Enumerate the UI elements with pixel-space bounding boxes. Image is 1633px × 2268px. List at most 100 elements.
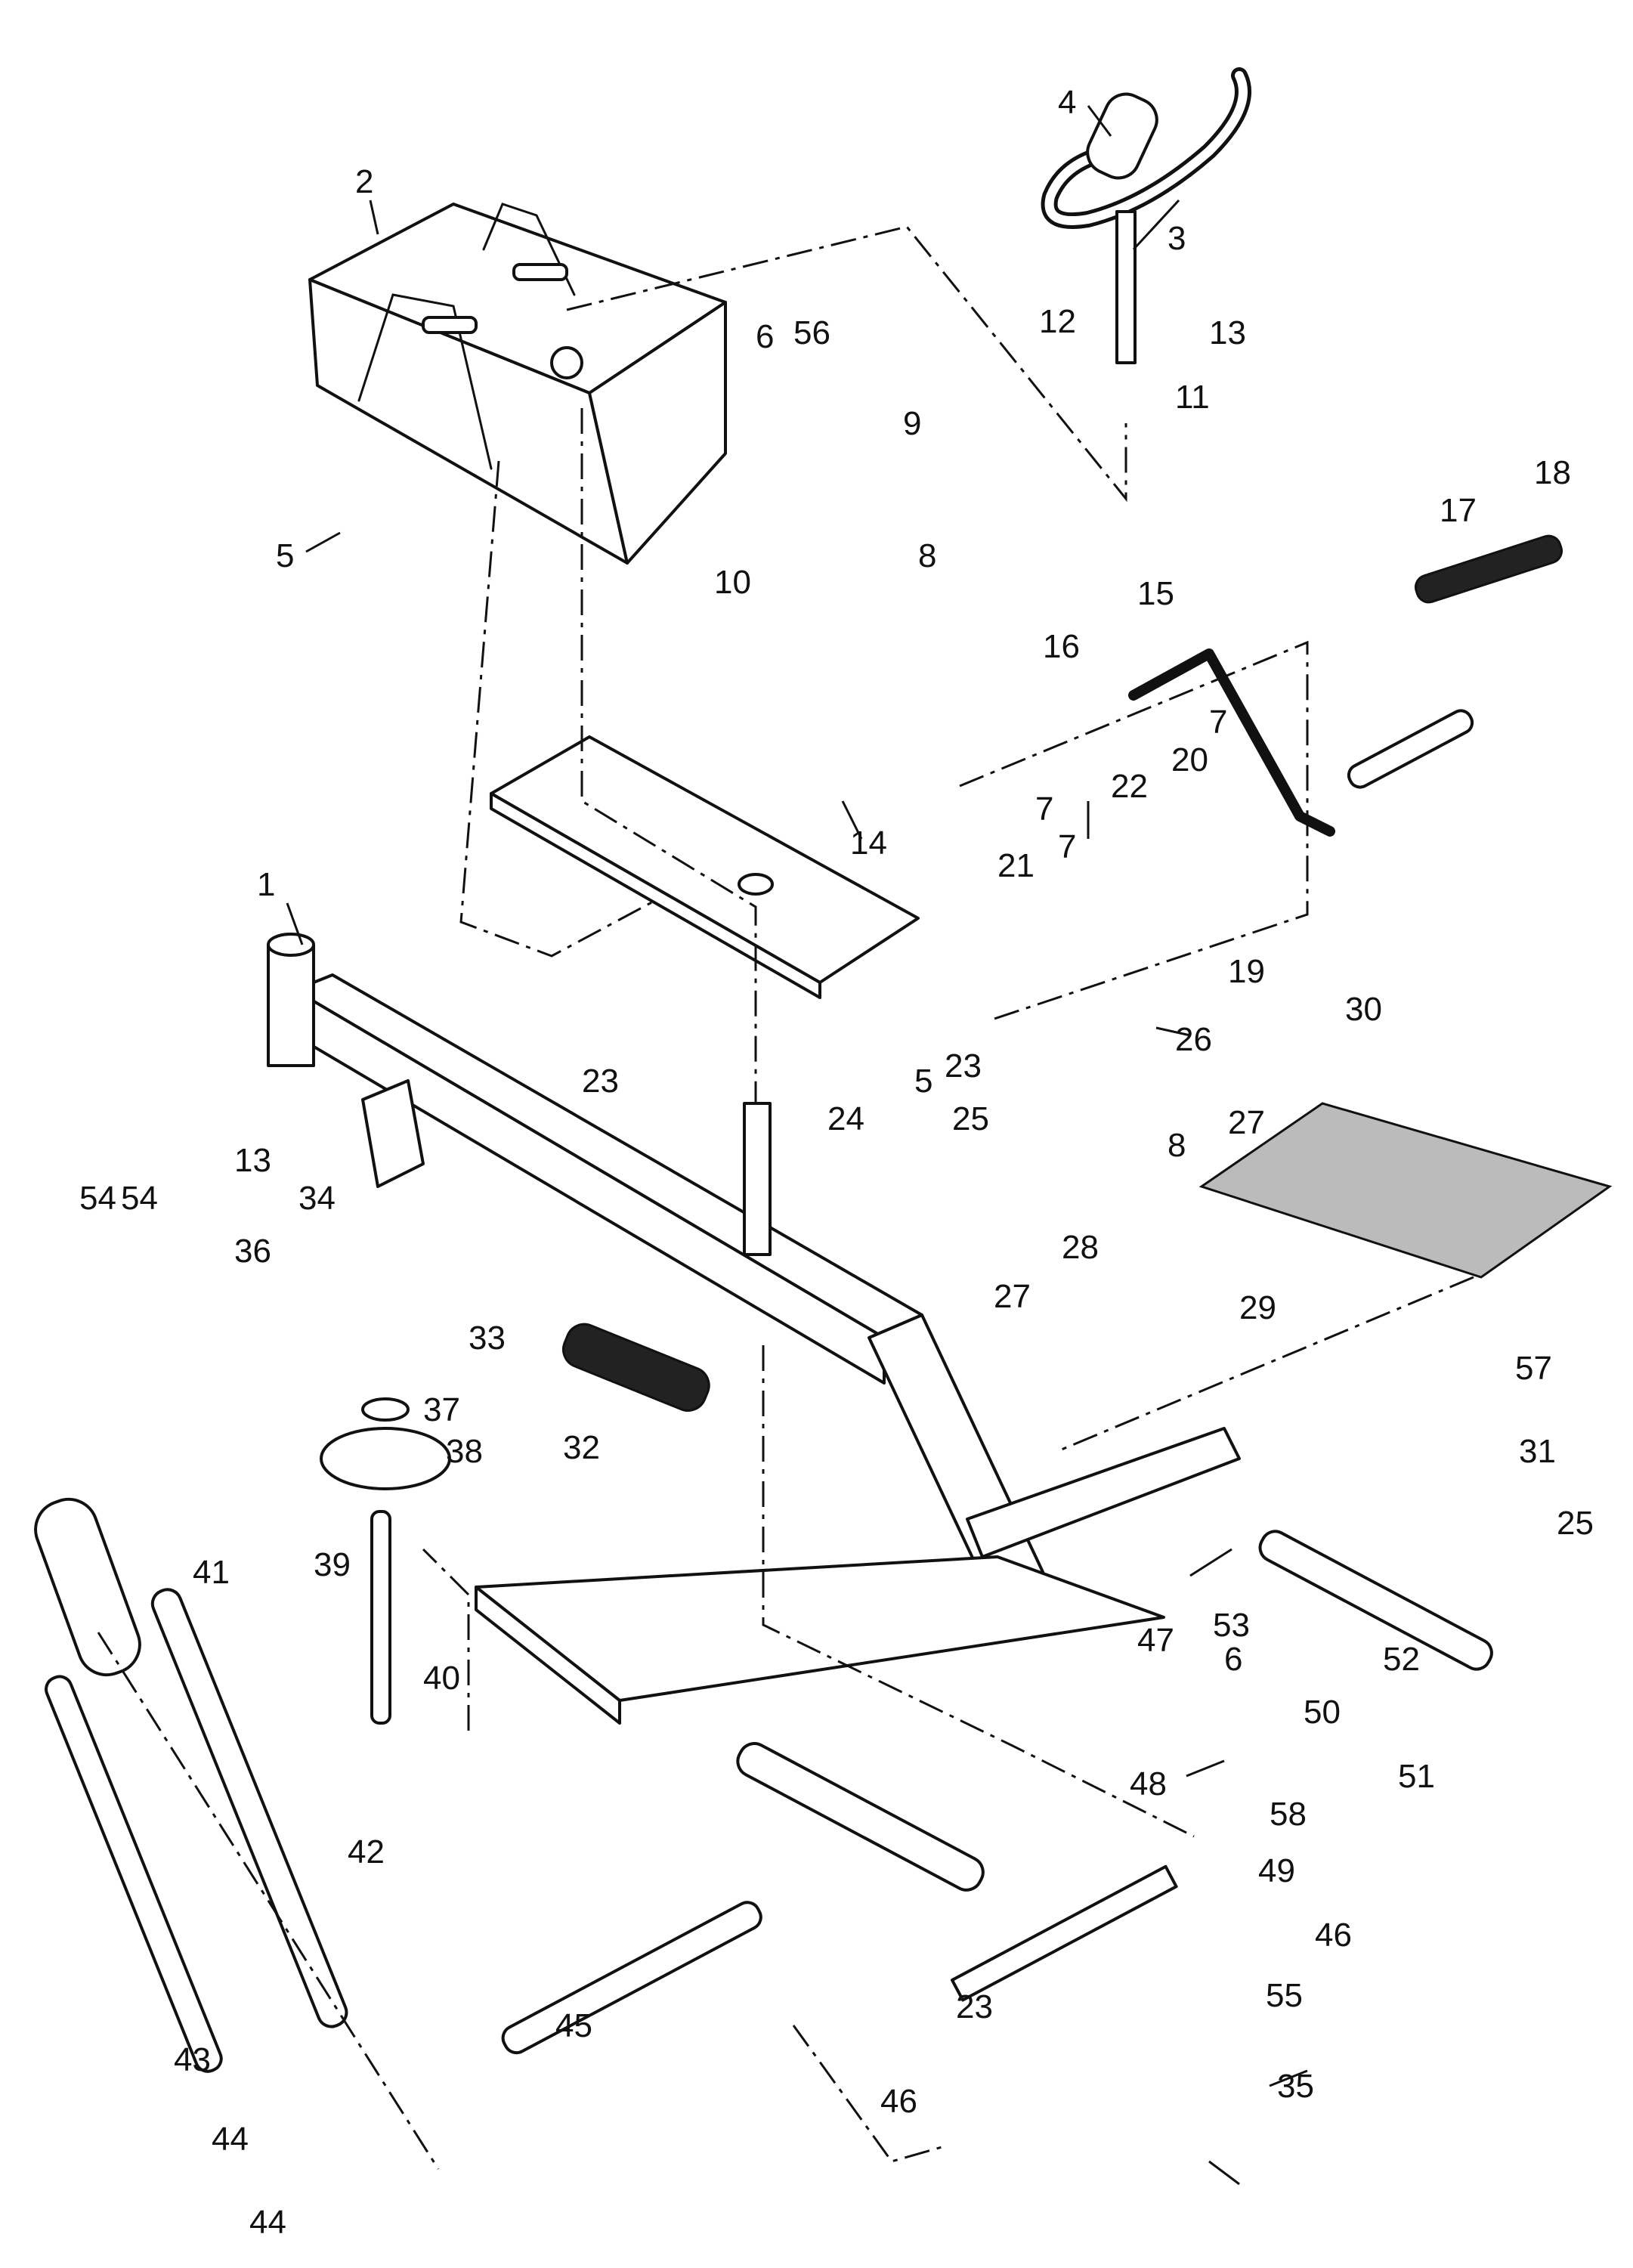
callout-27: 27 — [994, 1278, 1031, 1315]
callout-leader — [1186, 1759, 1225, 1778]
callout-44: 44 — [249, 2204, 286, 2241]
callout-leader — [305, 531, 341, 553]
callout-38: 38 — [446, 1433, 483, 1470]
callout-35: 35 — [1277, 2068, 1314, 2105]
assembly-line — [959, 640, 1309, 1022]
callout-labels: 1 2 3 4 5 5 6 6 7 7 7 8 8 9 10 11 12 13 … — [79, 84, 1594, 2241]
lift-tube-upper — [150, 1588, 348, 2028]
seat-box-slot-b — [512, 263, 568, 281]
seat-box-assembly — [308, 203, 727, 565]
callout-46: 46 — [1315, 1917, 1352, 1954]
callout-18: 18 — [1534, 454, 1571, 491]
callout-54: 54 — [121, 1180, 158, 1217]
callout-14: 14 — [850, 825, 887, 862]
callout-36: 36 — [234, 1233, 271, 1270]
callout-34: 34 — [298, 1180, 336, 1217]
callout-17: 17 — [1440, 492, 1477, 529]
bar — [1414, 534, 1563, 604]
main-frame — [267, 933, 1493, 1892]
callout-57: 57 — [1515, 1350, 1552, 1387]
callout-58: 58 — [1270, 1796, 1307, 1833]
callout-29: 29 — [1239, 1289, 1276, 1326]
seat-box-handle-left — [357, 293, 493, 470]
washer — [361, 1397, 410, 1422]
callout-47: 47 — [1137, 1622, 1174, 1659]
callout-19: 19 — [1228, 953, 1265, 990]
frame-post — [743, 1102, 772, 1256]
callout-40: 40 — [423, 1660, 460, 1697]
frame-base-front — [475, 1586, 621, 1725]
steering-handle-assembly — [1041, 67, 1251, 364]
callout-37: 37 — [423, 1391, 460, 1428]
hand-grip — [1086, 92, 1158, 180]
callout-45: 45 — [555, 2007, 592, 2044]
assembly-line — [792, 2025, 945, 2163]
assembly-line — [1057, 1276, 1474, 1453]
callout-5: 5 — [914, 1063, 932, 1100]
callout-leader — [1132, 199, 1180, 251]
callout-5: 5 — [276, 537, 294, 574]
lower-crossbar — [951, 1864, 1178, 2002]
callout-23: 23 — [945, 1047, 982, 1084]
handle-post — [1115, 210, 1137, 364]
frame-axle-left — [736, 1742, 985, 1892]
callout-27: 27 — [1228, 1104, 1265, 1141]
callout-23: 23 — [956, 1988, 993, 2025]
callout-25: 25 — [952, 1100, 989, 1137]
callout-46: 46 — [880, 2083, 917, 2120]
callout-33: 33 — [469, 1320, 506, 1357]
large-spring — [562, 1323, 710, 1412]
seat-box-hole — [550, 346, 583, 379]
lift-tube-lower — [45, 1675, 223, 2073]
lift-axle — [501, 1901, 762, 2055]
steering-tube — [267, 943, 315, 1067]
assembly-line — [566, 225, 1127, 503]
callout-8: 8 — [918, 537, 936, 574]
lift-arm-assembly — [45, 1588, 1178, 2073]
callout-leader — [1189, 1548, 1232, 1577]
callout-51: 51 — [1398, 1758, 1435, 1795]
assembly-line — [422, 1548, 470, 1731]
callout-10: 10 — [714, 564, 751, 601]
callout-50: 50 — [1304, 1694, 1341, 1731]
callout-7: 7 — [1058, 828, 1076, 865]
callout-leader — [841, 800, 863, 840]
disc — [320, 1427, 451, 1490]
callout-42: 42 — [348, 1833, 385, 1870]
mounting-plate-edge — [490, 792, 821, 999]
callout-4: 4 — [1058, 84, 1076, 121]
callout-39: 39 — [314, 1546, 351, 1583]
callout-6: 6 — [1224, 1641, 1242, 1678]
seat-box-handle-right — [482, 203, 576, 296]
callout-54: 54 — [79, 1180, 116, 1217]
mounting-plate-hole — [738, 873, 774, 896]
callout-12: 12 — [1039, 303, 1076, 340]
callout-15: 15 — [1137, 575, 1174, 612]
callout-25: 25 — [1557, 1505, 1594, 1542]
lever-axle — [1347, 709, 1474, 789]
callout-2: 2 — [355, 163, 373, 200]
lever — [1128, 648, 1335, 837]
frame-crossbar — [966, 1427, 1241, 1558]
callout-13: 13 — [234, 1142, 271, 1179]
assembly-line — [762, 1345, 1195, 1838]
callout-52: 52 — [1383, 1641, 1420, 1678]
pivot-pin — [370, 1510, 391, 1725]
callout-11: 11 — [1175, 379, 1210, 416]
assembly-line — [580, 408, 757, 1103]
callout-1: 1 — [257, 866, 275, 903]
callout-48: 48 — [1130, 1765, 1167, 1802]
callout-28: 28 — [1062, 1229, 1099, 1266]
handlebar-inner — [1044, 71, 1248, 225]
frame-bracket — [361, 1079, 425, 1188]
seat-box-side — [588, 301, 727, 565]
sleeve — [34, 1497, 141, 1677]
callout-32: 32 — [563, 1429, 600, 1466]
callout-41: 41 — [193, 1554, 230, 1591]
assembly-lines — [97, 225, 1474, 2170]
callout-53: 53 — [1213, 1607, 1250, 1644]
callout-leader — [1087, 105, 1112, 137]
callout-3: 3 — [1168, 220, 1186, 257]
assembly-line — [459, 460, 658, 958]
